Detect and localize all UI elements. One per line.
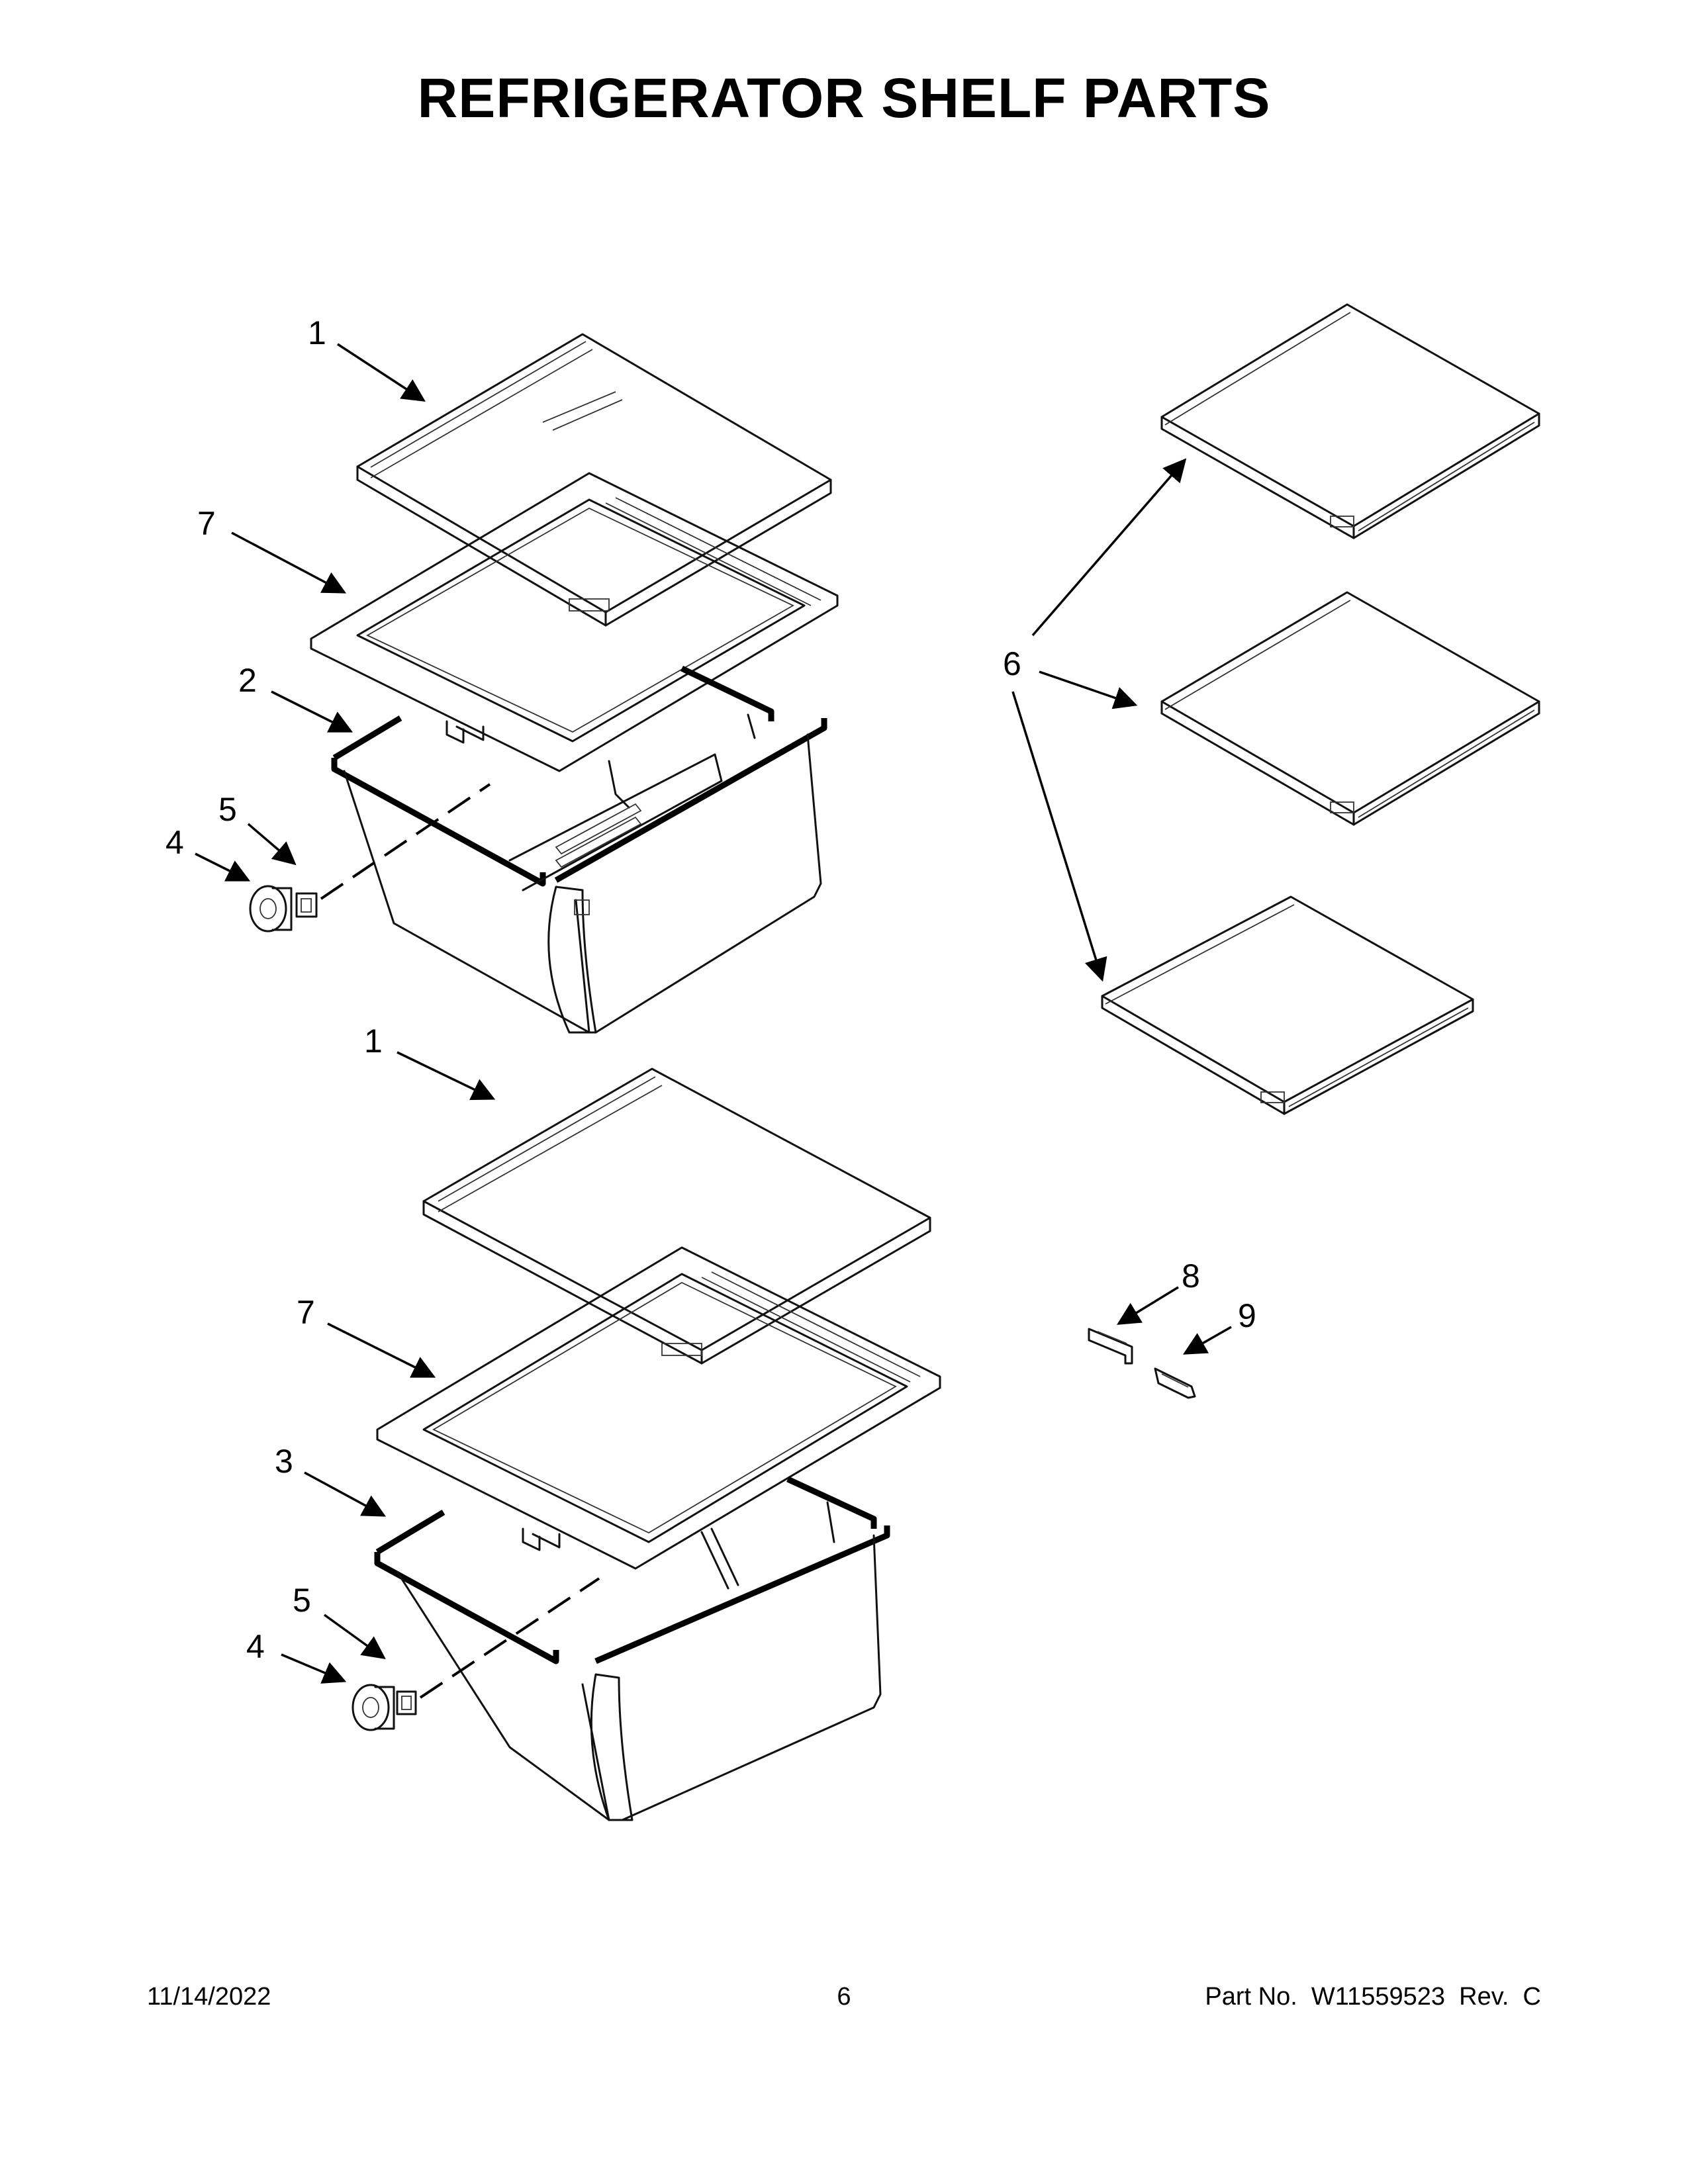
shelf-stop-part — [1154, 1367, 1196, 1399]
callout-glass-shelves: 6 — [1003, 645, 1021, 682]
page-title: REFRIGERATOR SHELF PARTS — [417, 67, 1271, 129]
lower-crisper-frame-part — [376, 1246, 941, 1570]
lower-humidity-knob-part — [352, 1684, 395, 1731]
upper-humidity-slide-part — [295, 892, 318, 918]
glass-shelf-top-part — [1160, 303, 1540, 539]
callout-upper-crisper-frame: 7 — [197, 505, 216, 542]
callout-upper-crisper-drawer: 2 — [238, 662, 257, 699]
callout-shelf-stop: 9 — [1238, 1297, 1256, 1334]
callout-lower-crisper-frame: 7 — [297, 1294, 315, 1331]
callout-upper-humidity-knob: 4 — [165, 824, 184, 861]
shelf-clip-part — [1088, 1328, 1133, 1365]
glass-shelf-middle-part — [1160, 591, 1540, 826]
footer-part-number: Part No. W11559523 Rev. C — [1205, 1983, 1541, 2011]
lower-crisper-drawer-part — [374, 1476, 890, 1821]
lower-humidity-slide-part — [396, 1690, 417, 1715]
upper-crisper-drawer-part — [331, 665, 827, 1034]
callout-lower-humidity-knob: 4 — [246, 1628, 265, 1665]
callout-lower-humidity-slide: 5 — [293, 1582, 311, 1619]
callout-lower-shelf-cover: 1 — [364, 1023, 383, 1060]
upper-shelf-cover-part — [356, 333, 832, 627]
callout-upper-humidity-slide: 5 — [218, 791, 237, 828]
lower-assembly-guide-line — [419, 1577, 600, 1699]
lower-shelf-cover-part — [422, 1068, 931, 1365]
upper-humidity-knob-part — [249, 885, 293, 933]
glass-shelf-bottom-part — [1101, 895, 1474, 1115]
upper-assembly-guide-line — [320, 783, 491, 900]
footer-page-number: 6 — [837, 1983, 851, 2011]
footer-date: 11/14/2022 — [147, 1983, 271, 2011]
callout-shelf-clip: 8 — [1182, 1257, 1200, 1295]
callout-lower-crisper-drawer: 3 — [275, 1443, 293, 1480]
upper-crisper-frame-part — [310, 472, 839, 772]
callout-upper-shelf-cover: 1 — [308, 314, 326, 351]
leader-lines — [195, 343, 1232, 1684]
